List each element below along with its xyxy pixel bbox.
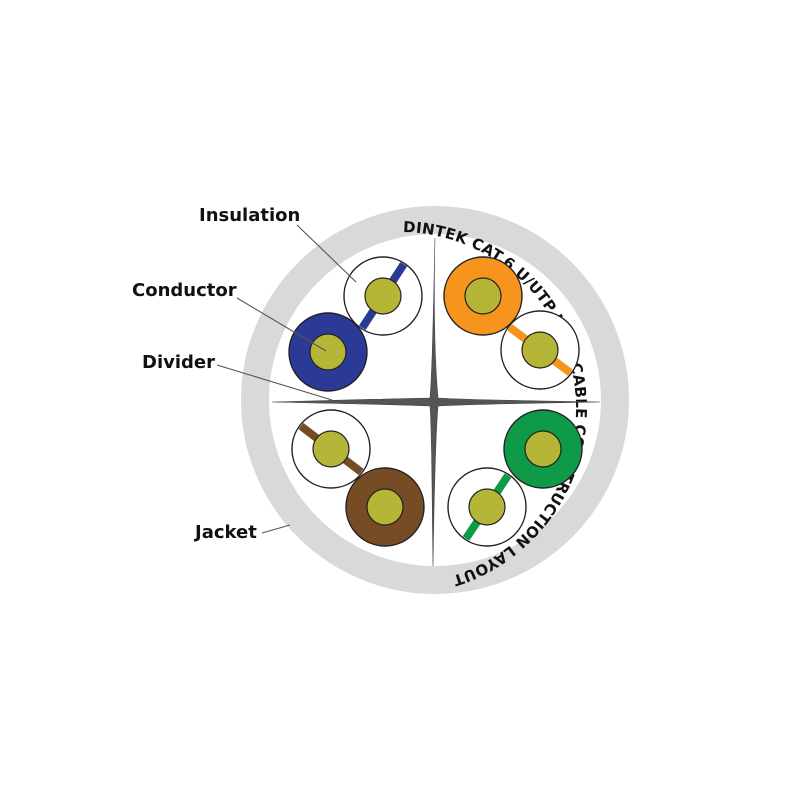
conductor [309, 333, 347, 371]
wire-blue-solid [288, 312, 368, 392]
jacket-leader [261, 524, 291, 534]
wire-orange-solid [443, 256, 523, 336]
wire-green-white-stripe [447, 467, 527, 547]
pair-orange [443, 256, 580, 390]
conductor-leader [236, 297, 327, 352]
conductor [366, 488, 404, 526]
conductor-label: Conductor [132, 280, 237, 301]
wire-brown-solid [345, 467, 425, 547]
insulation-leader [296, 224, 357, 283]
conductor [524, 430, 562, 468]
wire-green-solid [503, 409, 583, 489]
divider-leader [216, 364, 333, 401]
divider-label: Divider [142, 352, 215, 373]
wire-blue-white-stripe [343, 256, 423, 336]
conductor [364, 277, 402, 315]
jacket-label: Jacket [193, 522, 257, 543]
conductor [464, 277, 502, 315]
leader-lines [216, 224, 357, 534]
conductor [468, 488, 506, 526]
jacket-ring [241, 206, 629, 594]
pair-green [447, 409, 583, 547]
conductor [521, 331, 559, 369]
insulation-label: Insulation [199, 205, 300, 226]
wire-brown-white-stripe [291, 409, 371, 489]
cross-divider [271, 237, 601, 567]
conductor [312, 430, 350, 468]
pair-brown [291, 409, 425, 547]
pair-blue [288, 256, 423, 392]
wire-orange-white-stripe [500, 310, 580, 390]
